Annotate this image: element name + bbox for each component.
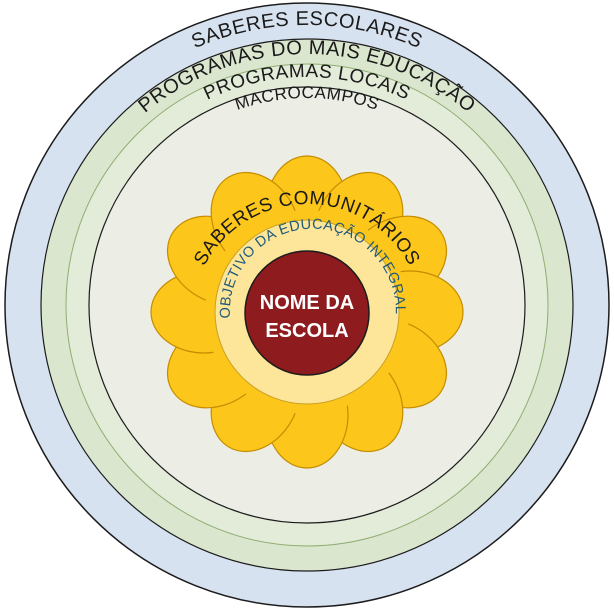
center-label-line2: ESCOLA [265,320,348,342]
center-label-line1: NOME DA [260,292,354,314]
center-disk [244,250,370,376]
